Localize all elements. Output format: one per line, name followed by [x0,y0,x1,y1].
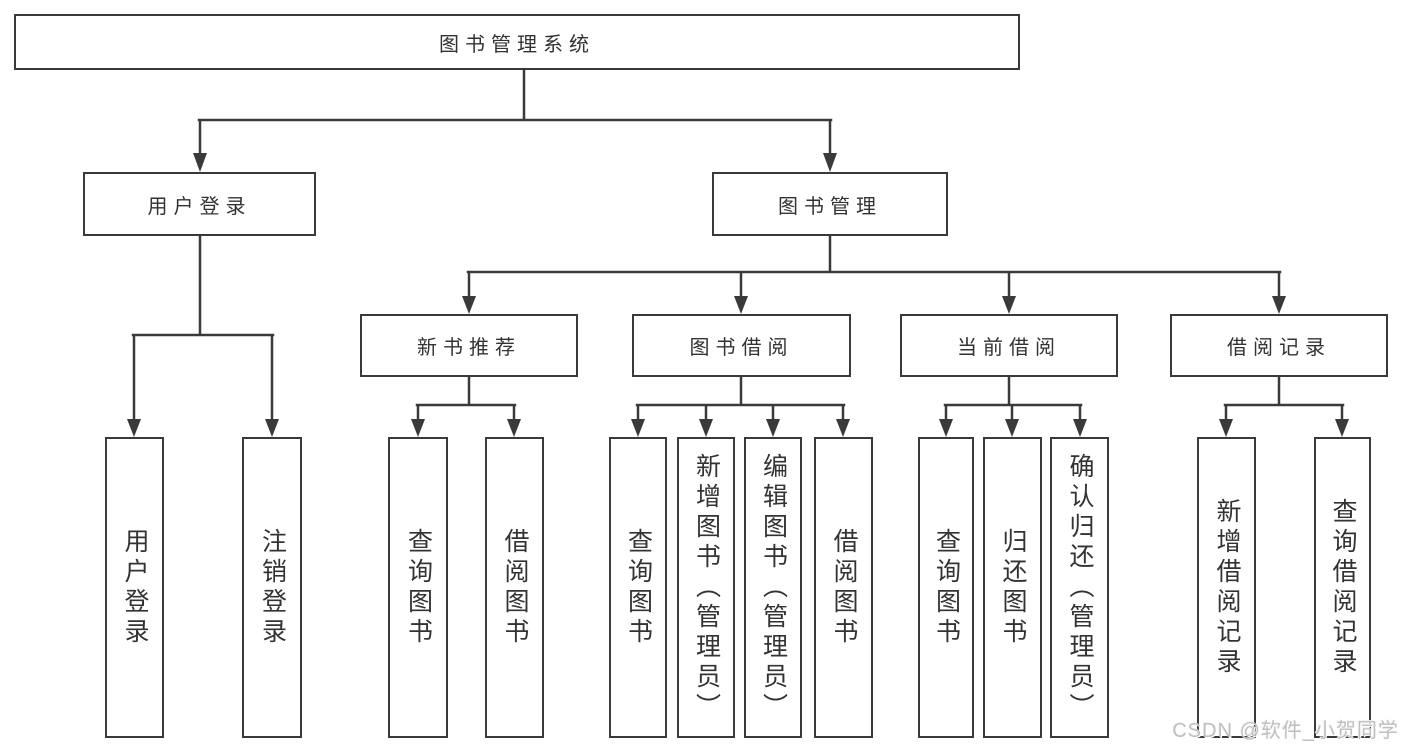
leaf-borrow-book-1-label: 借阅图书 [501,527,529,648]
leaf-query-book-1: 查询图书 [388,437,448,738]
arrowhead [462,296,476,314]
leaf-add-book-admin: 新增图书（管理员） [677,437,735,738]
arrowhead [939,419,953,437]
node-root: 图书管理系统 [14,14,1020,70]
node-borrow-record-label: 借阅记录 [1227,337,1331,359]
arrowhead [1335,419,1349,437]
wire-root-to-level2 [197,68,833,158]
node-book-borrow: 图书借阅 [632,314,851,377]
leaf-query-book-1-label: 查询图书 [404,527,433,648]
arrowheads [127,153,1349,437]
wire-userlogin-to-leaves [131,234,275,423]
arrowhead [1219,419,1233,437]
arrowhead [1073,419,1087,437]
node-current-borrow-label: 当前借阅 [957,337,1061,359]
wire-newbook-to-leaves [415,375,517,423]
leaf-logout: 注销登录 [242,437,302,738]
arrowhead [631,419,645,437]
node-book-borrow-label: 图书借阅 [689,337,794,359]
arrowhead [127,419,141,437]
wire-record-to-leaves [1223,375,1345,423]
leaf-query-book-2-label: 查询图书 [624,527,653,648]
leaf-return-book-label: 归还图书 [999,527,1027,648]
wire-bookmgmt-to-level3 [466,234,1282,300]
arrowhead [734,296,748,314]
node-current-borrow: 当前借阅 [900,314,1118,377]
leaf-add-borrow-record-label: 新增借阅记录 [1213,497,1241,678]
arrowhead [1005,419,1019,437]
node-user-login-label: 用户登录 [147,195,252,218]
arrowhead [507,419,521,437]
leaf-return-book: 归还图书 [983,437,1042,738]
arrowhead [265,419,279,437]
leaf-query-borrow-record: 查询借阅记录 [1314,437,1371,738]
node-new-book-recommend: 新书推荐 [360,314,578,377]
leaf-query-book-3: 查询图书 [918,437,974,738]
leaf-user-login-label: 用户登录 [121,527,149,648]
node-root-label: 图书管理系统 [439,33,595,56]
leaf-confirm-return-admin-label: 确认归还（管理员） [1066,452,1094,723]
leaf-add-book-admin-label: 新增图书（管理员） [692,452,721,723]
arrowhead [823,153,837,172]
leaf-edit-book-admin: 编辑图书（管理员） [744,437,802,738]
node-user-login: 用户登录 [83,172,316,236]
leaf-query-book-2: 查询图书 [609,437,667,738]
leaf-query-book-3-label: 查询图书 [932,527,961,648]
arrowhead [699,419,713,437]
node-book-management: 图书管理 [712,172,948,236]
leaf-borrow-book-2: 借阅图书 [814,437,873,738]
node-borrow-record: 借阅记录 [1170,314,1388,377]
node-new-book-recommend-label: 新书推荐 [417,337,521,359]
arrowhead [1272,296,1286,314]
leaf-user-login: 用户登录 [105,437,164,738]
leaf-query-borrow-record-label: 查询借阅记录 [1329,497,1357,678]
leaf-confirm-return-admin: 确认归还（管理员） [1050,437,1109,738]
leaf-borrow-book-1: 借阅图书 [485,437,544,738]
arrowhead [193,153,207,172]
node-book-management-label: 图书管理 [778,195,882,218]
leaf-edit-book-admin-label: 编辑图书（管理员） [759,452,788,723]
arrowhead [1002,296,1016,314]
leaf-borrow-book-2-label: 借阅图书 [830,527,858,648]
csdn-watermark: CSDN @软件_小贺同学 [1172,720,1399,742]
arrowhead [836,419,850,437]
arrowhead [766,419,780,437]
leaf-add-borrow-record: 新增借阅记录 [1197,437,1256,738]
wire-currentborrow-to-leaves [943,375,1083,423]
leaf-logout-label: 注销登录 [258,527,287,648]
connector-paths [131,68,1345,423]
wire-bookborrow-to-leaves [635,375,846,423]
arrowhead [411,419,425,437]
